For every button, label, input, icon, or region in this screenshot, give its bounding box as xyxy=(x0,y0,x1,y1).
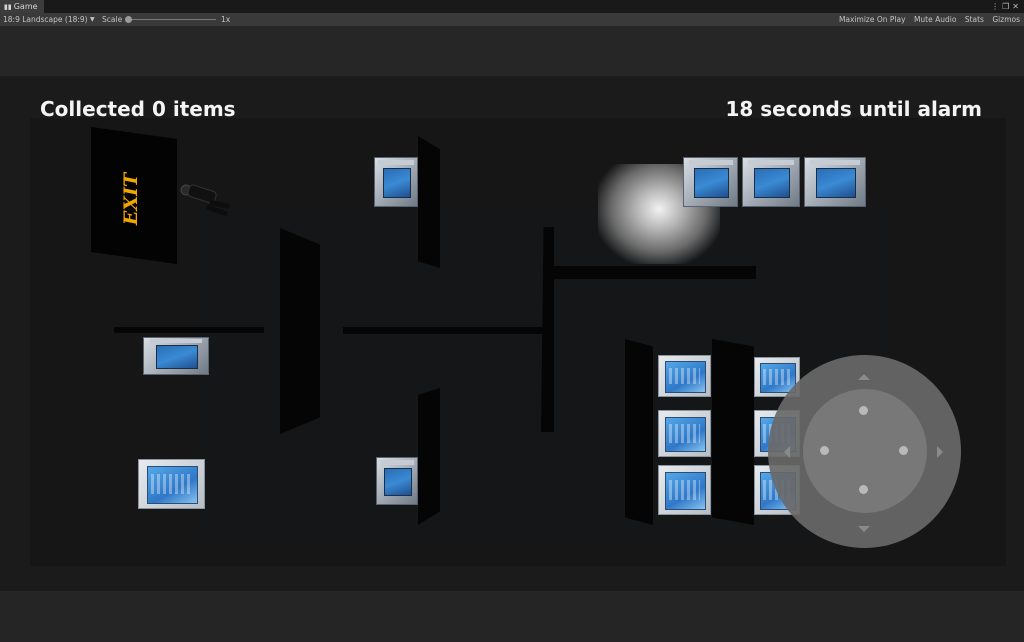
gizmos-dropdown[interactable]: Gizmos xyxy=(992,15,1020,24)
arrow-down-icon xyxy=(858,526,870,532)
computer-monitor-icon[interactable] xyxy=(376,457,418,505)
scale-value: 1x xyxy=(221,15,231,24)
tab-game-label: Game xyxy=(13,2,38,11)
letterbox-bottom xyxy=(0,590,1024,642)
arrow-right-icon xyxy=(937,446,943,458)
alarm-timer: 18 seconds until alarm xyxy=(725,97,982,121)
wall xyxy=(280,228,320,434)
joystick-dot-up xyxy=(859,406,868,415)
wall xyxy=(552,266,756,279)
close-icon[interactable]: ✕ xyxy=(1012,2,1022,11)
computer-monitor-icon[interactable] xyxy=(143,337,209,375)
computer-monitor-icon[interactable] xyxy=(683,157,738,207)
game-toolbar: 18:9 Landscape (18:9) ▼ Scale 1x Maximiz… xyxy=(0,13,1024,26)
chevron-down-icon[interactable]: ▼ xyxy=(90,16,95,23)
wall xyxy=(625,339,653,525)
collected-items-counter: Collected 0 items xyxy=(40,97,236,121)
maximize-on-play-toggle[interactable]: Maximize On Play xyxy=(838,15,906,24)
joystick-dot-left xyxy=(820,446,829,455)
scale-label: Scale xyxy=(102,15,123,24)
scale-slider-track[interactable] xyxy=(128,19,216,20)
wall xyxy=(343,327,548,334)
joystick-dot-down xyxy=(859,485,868,494)
computer-monitor-icon[interactable] xyxy=(742,157,800,207)
player-character xyxy=(180,184,230,217)
wall xyxy=(418,136,440,268)
tablet-box-icon[interactable] xyxy=(658,465,711,515)
wall xyxy=(541,227,554,432)
gamepad-icon: ▮▮ xyxy=(4,3,12,11)
toolbar-right-group: Maximize On Play Mute Audio Stats Gizmos xyxy=(833,13,1020,26)
joystick-dot-right xyxy=(899,446,908,455)
mute-audio-toggle[interactable]: Mute Audio xyxy=(913,15,957,24)
wall xyxy=(114,327,264,333)
kebab-menu-icon[interactable]: ⋮ xyxy=(991,2,1003,11)
resolution-dropdown[interactable]: 18:9 Landscape (18:9) xyxy=(3,15,88,24)
stats-toggle[interactable]: Stats xyxy=(964,15,984,24)
tablet-box-icon[interactable] xyxy=(138,459,205,509)
wall xyxy=(712,339,754,525)
scale-slider-handle[interactable] xyxy=(125,16,132,23)
arrow-left-icon xyxy=(784,446,790,458)
window-controls: ⋮❐✕ xyxy=(991,0,1022,13)
exit-sign-label: EXIT xyxy=(120,172,143,226)
computer-monitor-icon[interactable] xyxy=(804,157,866,207)
tablet-box-icon[interactable] xyxy=(754,357,800,397)
maximize-icon[interactable]: ❐ xyxy=(1002,2,1013,11)
tablet-box-icon[interactable] xyxy=(658,355,711,397)
computer-monitor-icon[interactable] xyxy=(374,157,418,207)
wall xyxy=(418,388,440,525)
tab-game[interactable]: ▮▮Game xyxy=(0,0,44,13)
tablet-box-icon[interactable] xyxy=(658,410,711,457)
arrow-up-icon xyxy=(858,374,870,380)
letterbox-top xyxy=(0,26,1024,78)
editor-tab-bar: ▮▮Game ⋮❐✕ xyxy=(0,0,1024,14)
